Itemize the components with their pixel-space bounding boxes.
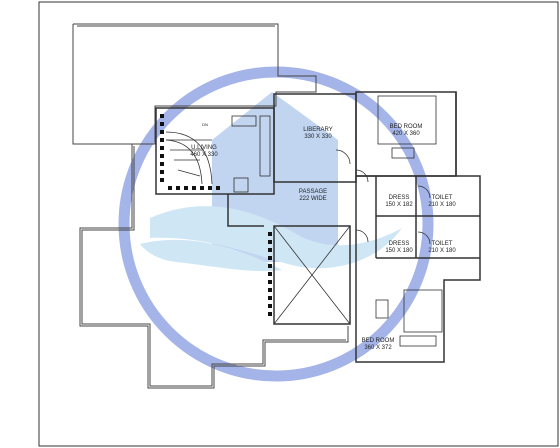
room-size: 460 X 330	[190, 152, 218, 158]
watermark-hand-lower	[140, 239, 282, 272]
room-label-u-living: U.LIVING 460 X 330	[190, 145, 217, 159]
stair-direction-label: DN	[202, 122, 208, 127]
room-label-library: LIBERARY 330 X 330	[303, 127, 333, 141]
terrace-outlines	[72, 23, 349, 389]
room-size: 210 X 180	[428, 248, 456, 254]
room-name: LIBERARY	[303, 127, 333, 133]
room-name: TOILET	[431, 195, 453, 201]
terrace-bottom-left	[79, 144, 349, 389]
room-label-toilet-1: TOILET 210 X 180	[428, 195, 455, 209]
staircase	[165, 131, 213, 185]
walls	[155, 91, 481, 363]
room-name: TOILET	[431, 241, 453, 247]
room-size: 330 X 330	[304, 134, 332, 140]
doors	[335, 149, 431, 245]
room-size: 210 X 180	[428, 202, 456, 208]
room-label-dress-2: DRESS 150 X 180	[385, 241, 412, 255]
room-label-passage: PASSAGE 222 WIDE	[299, 189, 327, 203]
room-size: 150 X 182	[385, 202, 413, 208]
room-name: U.LIVING	[191, 145, 217, 151]
watermark-hand	[150, 206, 402, 269]
chair	[233, 177, 249, 193]
room-label-bedroom-1: BED ROOM 420 X 360	[390, 124, 423, 138]
drawing-border	[38, 1, 559, 447]
watermark-logo	[118, 66, 434, 382]
sofa	[231, 115, 257, 127]
room-name: DRESS	[388, 241, 410, 247]
bench	[399, 335, 437, 347]
bed-bottom	[403, 289, 443, 333]
furniture	[231, 95, 443, 347]
room-size: 222 WIDE	[299, 196, 327, 202]
room-label-dress-1: DRESS 150 X 182	[385, 195, 412, 209]
room-size: 420 X 360	[392, 131, 420, 137]
terrace-top-left	[72, 23, 317, 145]
room-size: 360 X 372	[364, 345, 392, 351]
side-table	[375, 299, 389, 319]
room-label-toilet-2: TOILET 210 X 180	[428, 241, 455, 255]
bed-table	[391, 147, 415, 159]
room-name: BED ROOM	[389, 124, 423, 130]
room-size: 150 X 180	[385, 248, 413, 254]
columns	[160, 114, 272, 316]
bed-top	[377, 95, 437, 145]
room-name: PASSAGE	[298, 189, 328, 195]
watermark-ring	[118, 66, 434, 382]
room-label-bedroom-2: BED ROOM 360 X 372	[362, 338, 395, 352]
room-name: BED ROOM	[361, 338, 395, 344]
sofa-side	[259, 115, 271, 177]
room-name: DRESS	[388, 195, 410, 201]
